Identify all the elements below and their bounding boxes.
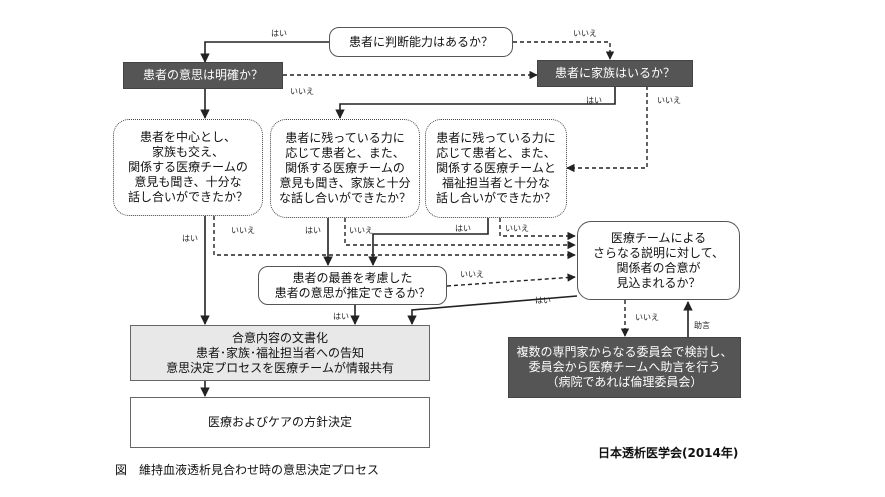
consensus-line-4: 見込まれるか？ <box>616 275 701 290</box>
family-question: 患者に家族はいるか？ <box>537 60 693 87</box>
arrow-capacity-no <box>513 41 615 60</box>
family-ability-line-3: 関係する医療チームの <box>285 161 405 175</box>
family-ability-line-5: な話し合いができたか？ <box>278 191 411 205</box>
patient-centered-line-4: 意見も聞き、十分な <box>134 175 242 189</box>
capacity-question: 患者に判断能力はあるか？ <box>329 27 513 57</box>
arrow-family-yes <box>335 86 616 119</box>
label-welfare-yes: はい <box>455 224 471 233</box>
label-intent-no: いいえ <box>290 87 314 96</box>
arrow-capacity-yes <box>200 41 329 63</box>
patient-centered-question: 患者を中心とし、 家族も交え、 関係する医療チームの 意見も聞き、十分な 話し合… <box>113 119 263 216</box>
arrow-welfare-no <box>499 218 576 241</box>
family-ability-question: 患者に残っている力に 応じて患者と、また、 関係する医療チームの 意見も聞き、家… <box>270 119 420 218</box>
family-ability-line-4: 意見も聞き、家族と十分 <box>279 176 411 190</box>
arrow-welfare-yes <box>368 218 489 266</box>
capacity-question-text: 患者に判断能力はあるか？ <box>348 34 493 49</box>
committee-box: 複数の専門家からなる委員会で検討し、 委員会から医療チームへ助言を行う （病院で… <box>508 337 741 398</box>
label-center-no: いいえ <box>231 226 255 235</box>
consensus-line-3: 関係者の合意が <box>616 260 701 275</box>
label-familyq-yes: はい <box>305 226 321 235</box>
label-family-yes: はい <box>586 96 602 105</box>
label-best-yes: はい <box>333 312 349 321</box>
consensus-line-2: さらなる説明に対して、 <box>592 245 725 260</box>
family-ability-line-2: 応じて患者と、また、 <box>285 146 405 160</box>
agreement-line-1: 合意内容の文書化 <box>231 330 328 345</box>
label-advice: 助言 <box>694 321 710 330</box>
welfare-line-1: 患者に残っている力に <box>436 131 556 145</box>
label-family-no: いいえ <box>657 96 681 105</box>
best-interest-line-2: 患者の意思が推定できるか？ <box>274 285 431 300</box>
figure-caption: 図 維持血液透析見合わせ時の意思決定プロセス <box>115 463 380 477</box>
best-interest-question: 患者の最善を考慮した 患者の意思が推定できるか？ <box>258 266 447 305</box>
patient-centered-line-3: 関係する医療チームの <box>128 160 248 174</box>
patient-centered-line-2: 家族も交え、 <box>151 145 224 159</box>
committee-line-1: 複数の専門家からなる委員会で検討し、 <box>516 345 733 359</box>
family-question-text: 患者に家族はいるか？ <box>554 66 675 80</box>
arrow-best-no <box>446 273 576 287</box>
committee-line-2: 委員会から医療チームへ助言を行う <box>528 360 721 374</box>
patient-centered-line-1: 患者を中心とし、 <box>139 130 236 144</box>
label-center-yes: はい <box>182 234 198 243</box>
welfare-line-4: 福祉担当者と十分な <box>441 176 550 190</box>
arrow-center-no <box>213 216 576 260</box>
welfare-line-2: 応じて患者と、また、 <box>436 146 556 160</box>
label-capacity-yes: はい <box>271 29 287 38</box>
agreement-line-3: 意思決定プロセスを医療チームが情報共有 <box>166 360 394 375</box>
family-ability-line-1: 患者に残っている力に <box>285 131 405 145</box>
label-welfare-no: いいえ <box>505 224 529 233</box>
consensus-line-1: 医療チームによる <box>610 230 707 245</box>
best-interest-line-1: 患者の最善を考慮した <box>292 270 413 285</box>
care-policy-text: 医療およびケアの方針決定 <box>207 415 352 429</box>
label-consensus-no: いいえ <box>635 313 659 322</box>
label-best-no: いいえ <box>460 270 484 279</box>
intent-question-text: 患者の意思は明確か？ <box>142 68 263 82</box>
welfare-line-5: 話し合いができたか？ <box>435 191 556 205</box>
welfare-line-3: 関係する医療チームと <box>436 161 556 175</box>
welfare-question: 患者に残っている力に 応じて患者と、また、 関係する医療チームと 福祉担当者と十… <box>425 119 567 218</box>
patient-centered-line-5: 話し合いができたか？ <box>127 190 248 204</box>
arrow-consensus-yes <box>407 295 578 325</box>
source-credit: 日本透析医学会(2014年) <box>598 446 739 460</box>
label-familyq-no: いいえ <box>349 226 373 235</box>
committee-line-3: （病院であれば倫理委員会） <box>546 375 703 389</box>
label-consensus-yes: はい <box>535 296 551 305</box>
care-policy-box: 医療およびケアの方針決定 <box>130 397 430 448</box>
consensus-question: 医療チームによる さらなる説明に対して、 関係者の合意が 見込まれるか？ <box>577 221 740 300</box>
intent-question: 患者の意思は明確か？ <box>123 62 283 89</box>
arrow-family-no <box>566 86 648 173</box>
agreement-line-2: 患者･家族･福祉担当者への告知 <box>195 345 364 360</box>
arrow-familyq-no <box>344 218 576 250</box>
label-capacity-no: いいえ <box>573 29 597 38</box>
agreement-documentation: 合意内容の文書化 患者･家族･福祉担当者への告知 意思決定プロセスを医療チームが… <box>130 325 430 381</box>
